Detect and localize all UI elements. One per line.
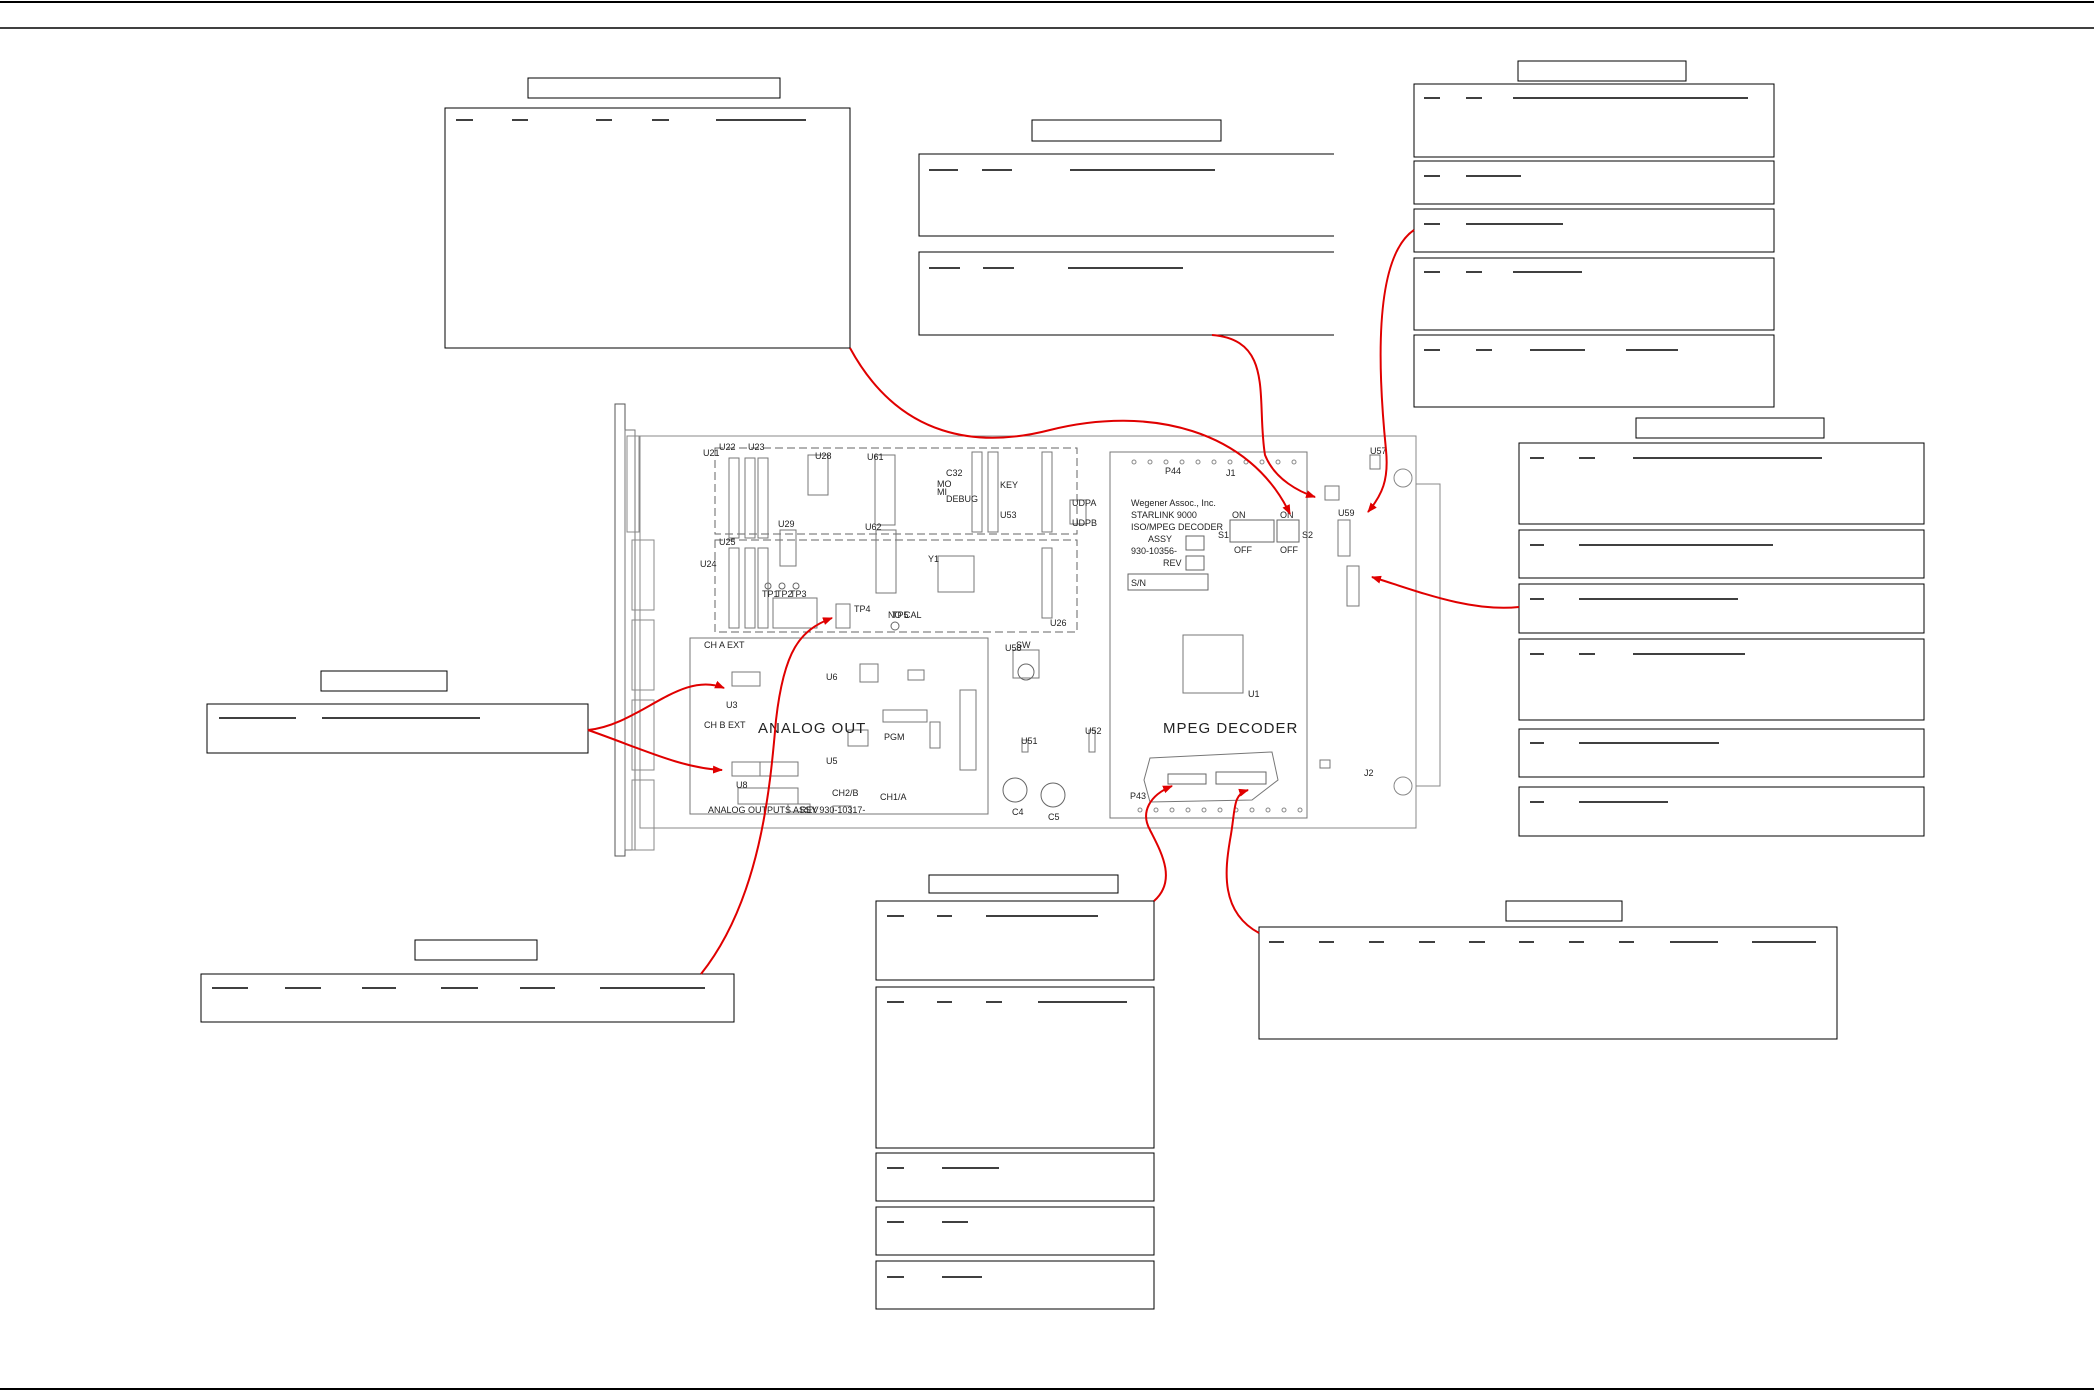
s1-label: S1 [1218,530,1229,540]
u22-label: U22 [719,442,736,452]
no-cal-label: NO CAL [888,610,922,620]
sn-text: S/N [1131,578,1146,588]
callout-top-left [444,77,851,349]
off-label-2: OFF [1280,545,1298,555]
arrow-top-middle [1211,334,1316,498]
assy-number: 930-10356- [1131,546,1177,556]
callout-left [206,670,589,754]
arrow-top-left [849,347,1291,515]
p43-label: P43 [1130,791,1146,801]
debug-label: DEBUG [946,494,978,504]
ch2b-label: CH2/B [832,788,859,798]
u58-label: U58 [1005,643,1022,653]
u8-label: U8 [736,780,748,790]
analog-outputs-assy-label: ANALOG OUTPUTS ASSY 930-10317- [708,805,865,815]
ch-a-ext-label: CH A EXT [704,640,745,650]
u59-label: U59 [1338,508,1355,518]
circuit-board: Wegener Assoc., Inc. STARLINK 9000 ISO/M… [614,403,1441,857]
s2-label: S2 [1302,530,1313,540]
c4-label: C4 [1012,807,1024,817]
key-label: KEY [1000,480,1018,490]
vendor-text: Wegener Assoc., Inc. [1131,498,1216,508]
tp2-label: TP2 [776,589,793,599]
leader-arrows [587,229,1520,975]
mpeg-decoder-label: MPEG DECODER [1163,720,1298,737]
u62-label: U62 [865,522,882,532]
analog-out-label: ANALOG OUT [758,720,866,737]
analog-rev-label: REV [800,805,819,815]
arrow-bottom-right [1225,788,1260,934]
rev-text: REV [1163,558,1182,568]
callout-right [1518,417,1925,837]
u1-label: U1 [1248,689,1260,699]
arrow-bottom-middle [1145,785,1173,902]
on-label-2: ON [1280,510,1294,520]
p44-label: P44 [1165,466,1181,476]
mo-label: MO [937,479,952,489]
c5-label: C5 [1048,812,1060,822]
callout-top-right [1413,60,1775,408]
u61-label: U61 [867,452,884,462]
callouts [200,60,1925,1310]
u23-label: U23 [748,442,765,452]
tp4-label: TP4 [854,604,871,614]
tp3-label: TP3 [790,589,807,599]
assy-text: ASSY [1148,534,1172,544]
u21-label: U21 [703,448,720,458]
ch-b-ext-label: CH B EXT [704,720,746,730]
c32-label: C32 [946,468,963,478]
u24-label: U24 [700,559,717,569]
udpb-label: UDPB [1072,518,1097,528]
arrow-left-upper [587,680,725,731]
callout-bottom-right [1258,900,1838,1040]
u52-label: U52 [1085,726,1102,736]
arrow-left-lower [587,729,723,774]
u51-label: U51 [1021,736,1038,746]
u26-label: U26 [1050,618,1067,628]
u6-label: U6 [826,672,838,682]
arrow-right [1371,575,1520,609]
arrow-bottom-left [700,617,833,975]
u57-label: U57 [1370,446,1387,456]
u53-label: U53 [1000,510,1017,520]
u5-label: U5 [826,756,838,766]
callout-bottom-middle [875,874,1155,1310]
callout-bottom-left [200,939,735,1023]
sw-label: SW [1016,640,1031,650]
u29-label: U29 [778,519,795,529]
y1-label: Y1 [928,554,939,564]
on-label: ON [1232,510,1246,520]
u25-label: U25 [719,537,736,547]
pgm-label: PGM [884,732,905,742]
udpa-label: UDPA [1072,498,1096,508]
arrow-top-right [1367,229,1415,513]
tp5-label: TP5 [892,610,909,620]
callout-top-middle [918,119,1334,336]
u28-label: U28 [815,451,832,461]
j1-label: J1 [1226,468,1236,478]
mi-label: MI [937,487,947,497]
tp1-label: TP1 [762,589,779,599]
u3-label: U3 [726,700,738,710]
off-label: OFF [1234,545,1252,555]
decoder-text: ISO/MPEG DECODER [1131,522,1224,532]
product-text: STARLINK 9000 [1131,510,1197,520]
ch1a-label: CH1/A [880,792,907,802]
j2-label: J2 [1364,768,1374,778]
